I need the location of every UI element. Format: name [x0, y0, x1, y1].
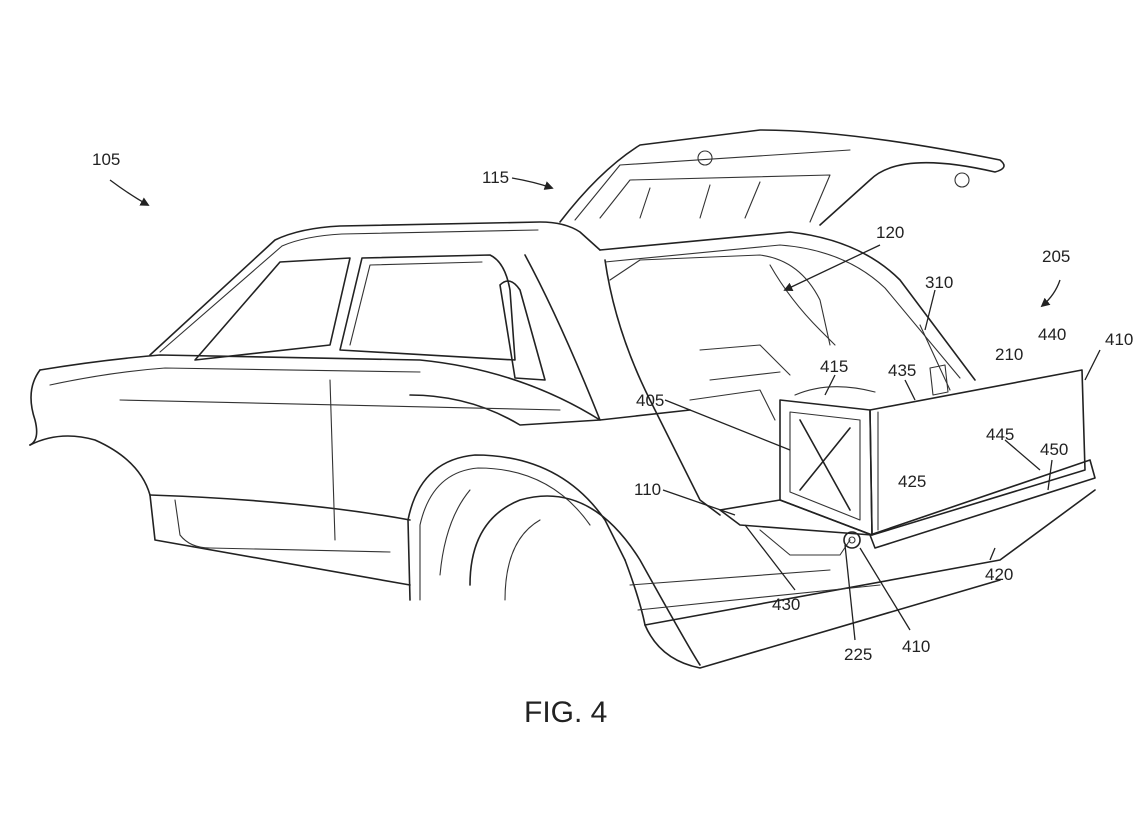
- label-225: 225: [844, 645, 872, 664]
- label-450: 450: [1040, 440, 1068, 459]
- figure-caption: FIG. 4: [524, 696, 607, 729]
- reference-numerals: 105 115 120 205 310 440 410 210 435 415 …: [92, 150, 1133, 664]
- leader-lines: [109, 177, 1101, 641]
- label-445: 445: [986, 425, 1014, 444]
- label-120: 120: [876, 223, 904, 242]
- label-115: 115: [482, 168, 509, 187]
- label-410-top: 410: [1105, 330, 1133, 349]
- cargo-panel-assembly: [719, 324, 1096, 556]
- label-210: 210: [995, 345, 1023, 364]
- label-310: 310: [925, 273, 953, 292]
- label-415: 415: [820, 357, 848, 376]
- liftgate: [559, 129, 1005, 226]
- vehicle-body: [29, 221, 1096, 669]
- label-410-bottom: 410: [902, 637, 930, 656]
- label-435: 435: [888, 361, 916, 380]
- label-105: 105: [92, 150, 120, 169]
- label-440: 440: [1038, 325, 1066, 344]
- label-425: 425: [898, 472, 926, 491]
- label-205: 205: [1042, 247, 1070, 266]
- label-110: 110: [634, 480, 661, 499]
- label-430: 430: [772, 595, 800, 614]
- label-420: 420: [985, 565, 1013, 584]
- label-405: 405: [636, 391, 664, 410]
